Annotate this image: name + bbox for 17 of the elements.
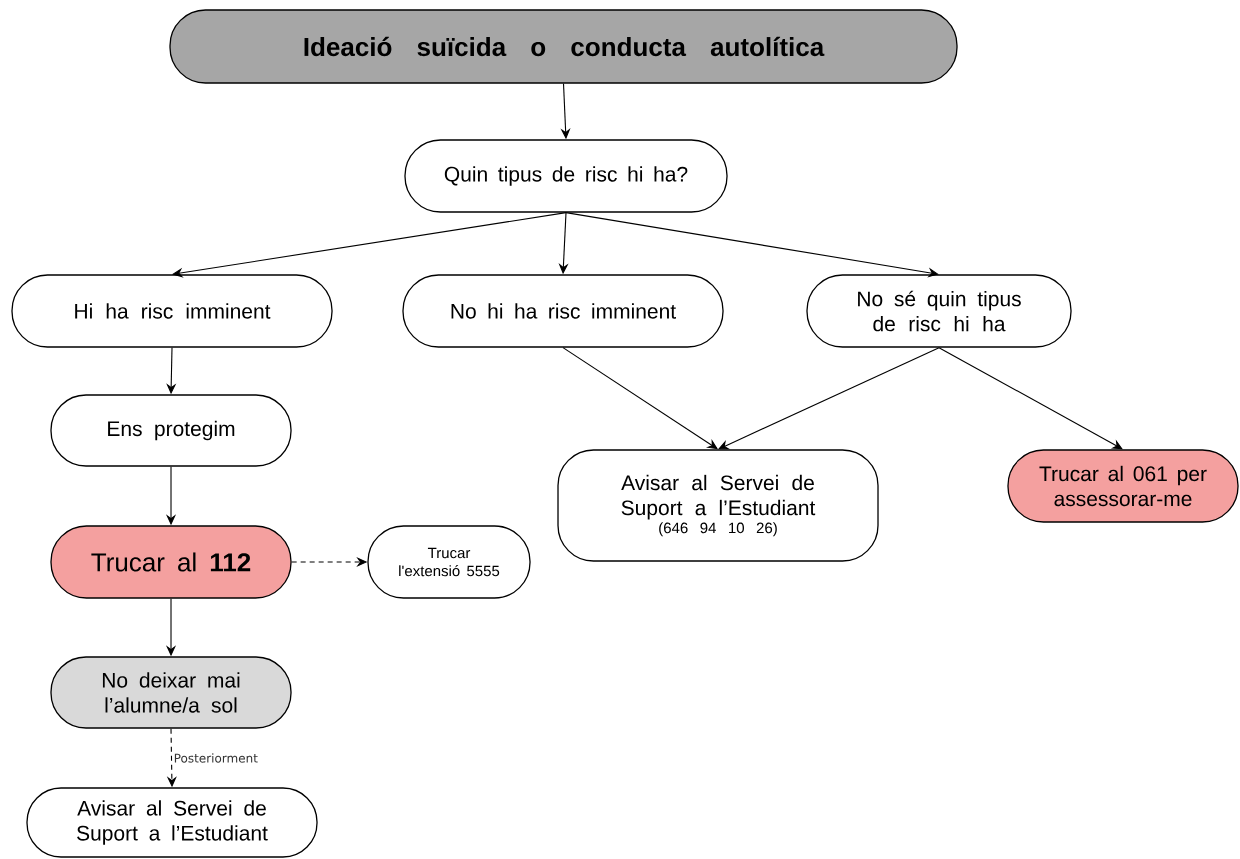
arrow — [718, 347, 940, 450]
process-box: Ens protegim — [50, 394, 292, 467]
title-box: Ideació suïcida o conducta autolítica — [169, 9, 958, 84]
question-box: Quin tipus de risc hi ha? — [404, 139, 728, 213]
process-box: No deixar mai l’alumne/a sol — [50, 656, 292, 729]
process-box: No hi ha risc imminent — [402, 274, 724, 348]
arrow — [172, 212, 567, 278]
process-box: Trucar l'extensió 5555 — [367, 525, 531, 599]
process-box: Trucar al 061 per assessorar-me — [1007, 449, 1239, 523]
process-box: Avisar al Servei de Suport a l’Estudiant (646 94 10 26) — [557, 449, 879, 562]
process-box: No sé quin tipus de risc hi ha — [806, 274, 1072, 348]
edge-label: Posteriorment — [172, 752, 259, 764]
process-box: Hi ha risc imminent — [11, 274, 333, 348]
arrow — [938, 347, 1123, 450]
process-box: Trucar al 112 — [50, 525, 292, 599]
arrow — [562, 347, 718, 450]
process-box: Avisar al Servei de Suport a l’Estudiant — [26, 787, 318, 858]
